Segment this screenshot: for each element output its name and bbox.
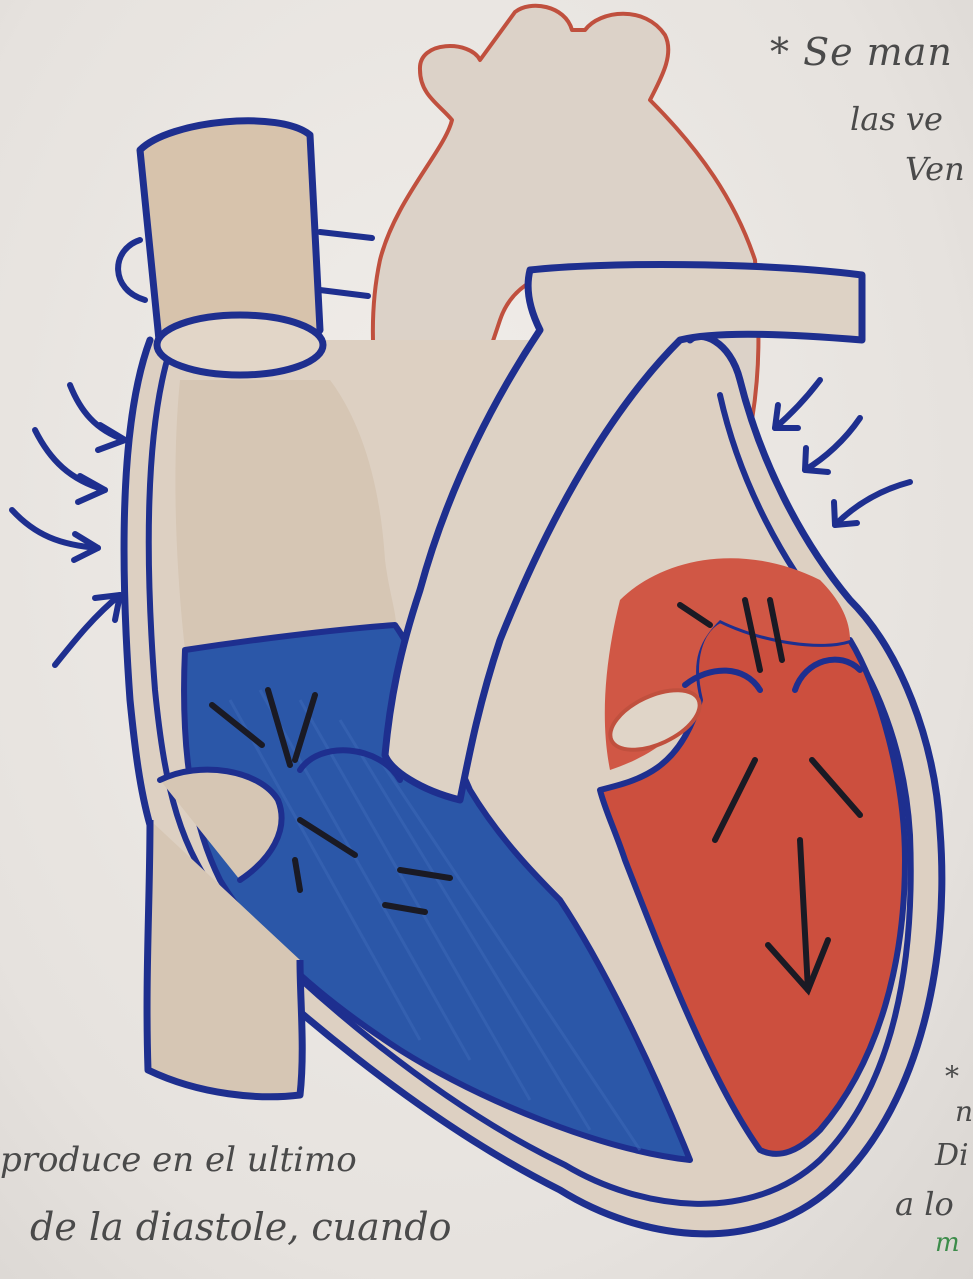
note-bottom-right-line-2: n — [955, 1095, 973, 1128]
superior-vena-cava — [118, 121, 372, 375]
note-top-right-line-2: las ve — [850, 100, 943, 138]
right-side-arrows — [775, 380, 910, 525]
note-bottom-right-line-3: Di — [935, 1138, 969, 1173]
note-bottom-left-line-2: de la diastole, cuando — [30, 1205, 451, 1249]
note-bottom-right-line-4: a lo — [895, 1185, 954, 1223]
note-bottom-right-line-5: m — [935, 1228, 960, 1258]
note-top-right-line-3: Ven — [905, 150, 965, 188]
note-bottom-left-line-1: produce en el ultimo — [0, 1140, 357, 1180]
note-bottom-right-line-1: * — [945, 1060, 959, 1093]
left-side-arrows — [12, 385, 125, 665]
note-top-right-line-1: * Se man — [770, 30, 953, 74]
